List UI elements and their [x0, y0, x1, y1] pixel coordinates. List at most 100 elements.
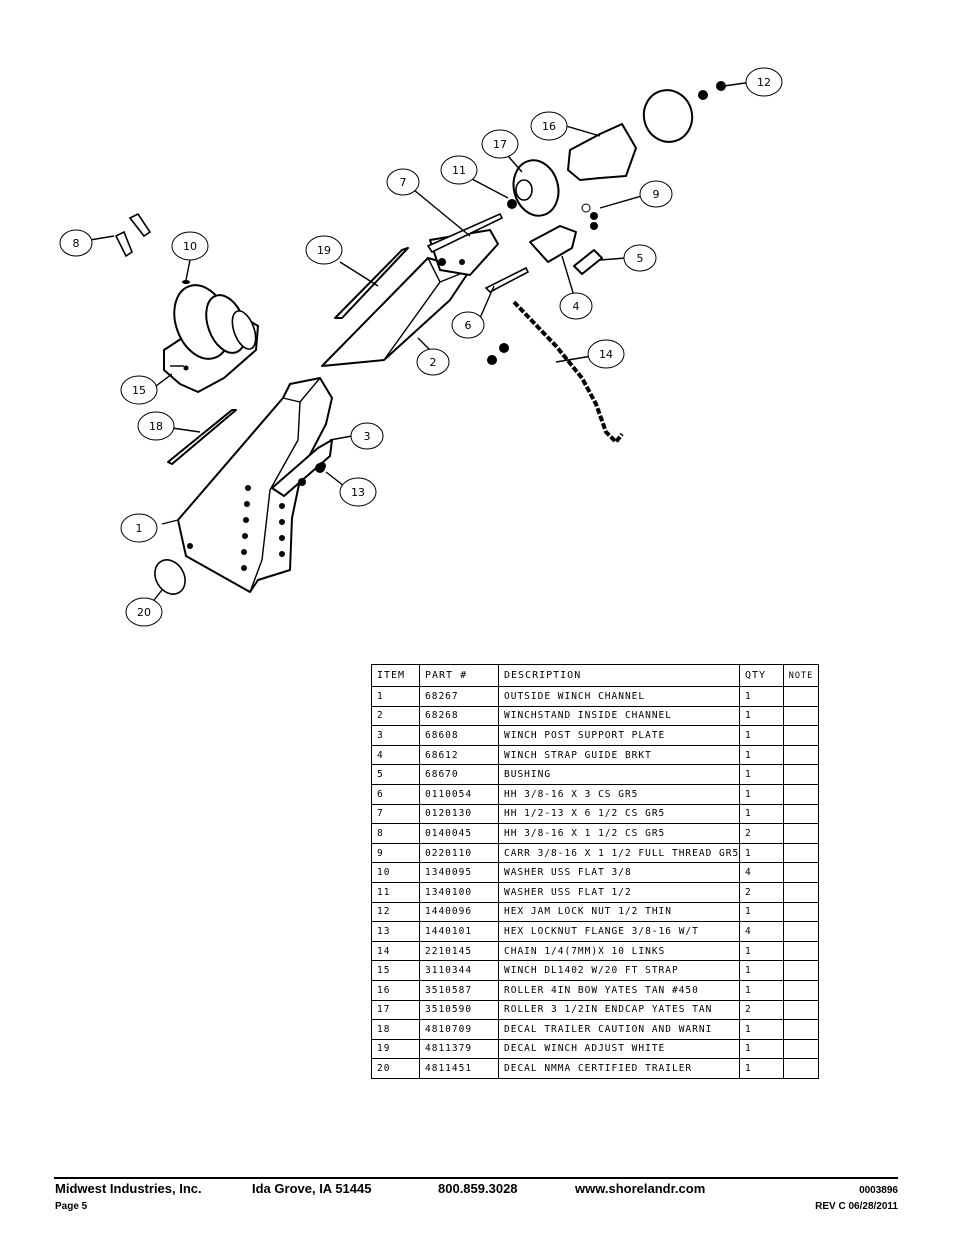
- cell-description: HH 1/2-13 X 6 1/2 CS GR5: [498, 803, 740, 825]
- svg-text:1: 1: [136, 522, 143, 535]
- cell-item: 15: [371, 960, 420, 981]
- svg-text:8: 8: [73, 237, 80, 250]
- cell-qty: 1: [739, 705, 784, 727]
- cell-part-number: 1340100: [419, 881, 499, 903]
- cell-part-number: 1340095: [419, 862, 499, 883]
- callout-11: 11: [440, 155, 478, 185]
- callout-20: 20: [125, 597, 163, 627]
- cell-qty: 4: [739, 862, 784, 883]
- cell-qty: 1: [739, 686, 784, 707]
- cell-item: 11: [371, 881, 420, 903]
- part-winch: [163, 284, 259, 393]
- cell-part-number: 68268: [419, 705, 499, 727]
- cell-note: [783, 862, 819, 883]
- cell-note: [783, 803, 819, 825]
- part-decal-nmma: [154, 559, 186, 595]
- part-hardware: [114, 81, 726, 365]
- cell-part-number: 68612: [419, 744, 499, 766]
- cell-part-number: 0140045: [419, 823, 499, 844]
- footer-rule: [54, 1177, 898, 1179]
- cell-part-number: 4811379: [419, 1038, 499, 1060]
- cell-note: [783, 842, 819, 864]
- cell-note: [783, 725, 819, 746]
- callout-1: 1: [120, 513, 158, 543]
- footer-page-number: Page 5: [55, 1201, 88, 1212]
- cell-item: 13: [371, 921, 420, 942]
- cell-qty: 4: [739, 921, 784, 942]
- cell-qty: 1: [739, 1019, 784, 1040]
- cell-description: HEX LOCKNUT FLANGE 3/8-16 W/T: [498, 921, 740, 942]
- footer-company: Midwest Industries, Inc.: [55, 1181, 202, 1196]
- cell-description: WINCHSTAND INSIDE CHANNEL: [498, 705, 740, 727]
- header-description: DESCRIPTION: [498, 664, 740, 687]
- svg-text:16: 16: [542, 120, 556, 133]
- cell-item: 3: [371, 725, 420, 746]
- callout-16: 16: [530, 111, 568, 141]
- svg-text:2: 2: [430, 356, 437, 369]
- callout-18: 18: [137, 411, 175, 441]
- cell-part-number: 0220110: [419, 842, 499, 864]
- svg-text:11: 11: [452, 164, 466, 177]
- header-qty: QTY: [739, 664, 784, 687]
- cell-part-number: 1440101: [419, 921, 499, 942]
- cell-note: [783, 999, 819, 1021]
- part-strap-guide: [529, 225, 577, 263]
- cell-qty: 1: [739, 842, 784, 864]
- cell-note: [783, 921, 819, 942]
- svg-text:19: 19: [317, 244, 331, 257]
- cell-item: 12: [371, 901, 420, 923]
- footer-city: Ida Grove, IA 51445: [252, 1181, 372, 1196]
- cell-note: [783, 960, 819, 981]
- cell-item: 6: [371, 783, 420, 805]
- cell-qty: 2: [739, 881, 784, 903]
- cell-description: CHAIN 1/4(7MM)X 10 LINKS: [498, 940, 740, 962]
- cell-qty: 2: [739, 999, 784, 1021]
- cell-qty: 1: [739, 783, 784, 805]
- svg-text:14: 14: [599, 348, 613, 361]
- cell-note: [783, 744, 819, 766]
- cell-description: HH 3/8-16 X 1 1/2 CS GR5: [498, 823, 740, 844]
- cell-part-number: 4811451: [419, 1058, 499, 1079]
- cell-part-number: 3510590: [419, 999, 499, 1021]
- cell-qty: 2: [739, 823, 784, 844]
- cell-item: 8: [371, 823, 420, 844]
- cell-description: WINCH POST SUPPORT PLATE: [498, 725, 740, 746]
- footer-revision: REV C 06/28/2011: [815, 1201, 898, 1212]
- cell-note: [783, 901, 819, 923]
- svg-text:13: 13: [351, 486, 365, 499]
- exploded-parts-diagram: 1 2 3 4 5 6 7 8 9 10 11 12 13 14 15 16 1…: [59, 67, 783, 627]
- cell-description: ROLLER 4IN BOW YATES TAN #450: [498, 979, 740, 1001]
- footer-doc-number: 0003896: [859, 1185, 898, 1196]
- part-decal-winch-adjust: [334, 247, 409, 319]
- cell-description: WINCH STRAP GUIDE BRKT: [498, 744, 740, 766]
- callout-5: 5: [623, 244, 657, 272]
- cell-part-number: 1440096: [419, 901, 499, 923]
- cell-description: WASHER USS FLAT 1/2: [498, 881, 740, 903]
- svg-text:17: 17: [493, 138, 507, 151]
- callout-6: 6: [451, 311, 485, 339]
- cell-description: DECAL TRAILER CAUTION AND WARNI: [498, 1019, 740, 1040]
- cell-note: [783, 764, 819, 785]
- cell-description: OUTSIDE WINCH CHANNEL: [498, 686, 740, 707]
- cell-item: 18: [371, 1019, 420, 1040]
- cell-qty: 1: [739, 960, 784, 981]
- cell-note: [783, 979, 819, 1001]
- callout-13: 13: [339, 477, 377, 507]
- cell-note: [783, 1058, 819, 1079]
- cell-note: [783, 705, 819, 727]
- svg-text:18: 18: [149, 420, 163, 433]
- part-roller-endcap: [642, 89, 694, 143]
- cell-description: ROLLER 3 1/2IN ENDCAP YATES TAN: [498, 999, 740, 1021]
- svg-text:12: 12: [757, 76, 771, 89]
